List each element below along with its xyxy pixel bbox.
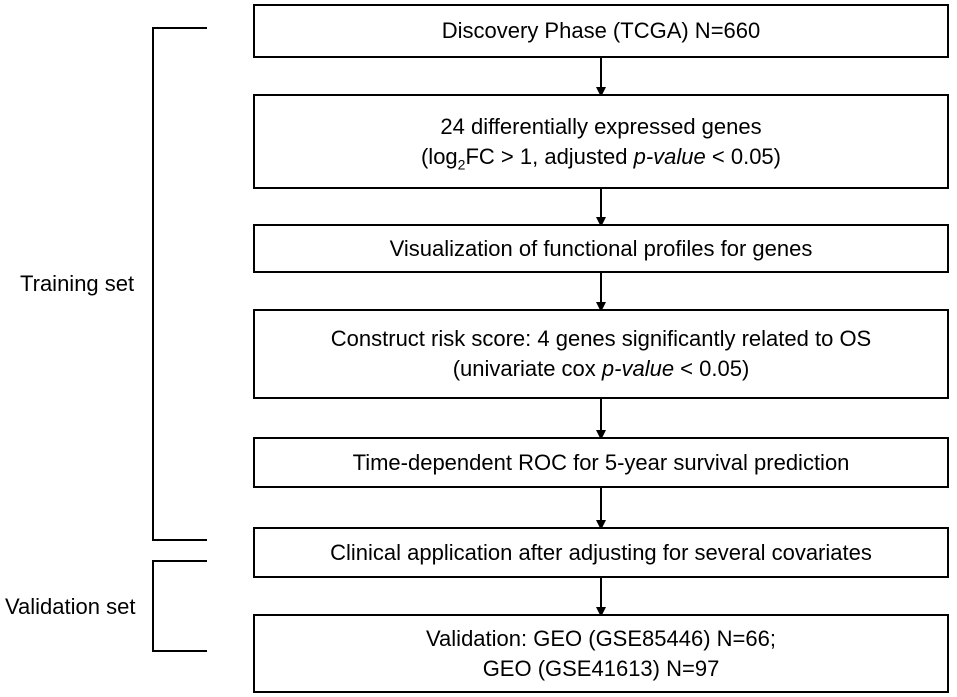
- step-functional-profiles: Visualization of functional profiles for…: [253, 224, 949, 273]
- step-text: GEO (GSE41613) N=97: [482, 655, 720, 681]
- training-set-label: Training set: [20, 271, 135, 296]
- step-criteria: (univariate cox p-value < 0.05): [452, 356, 750, 381]
- step-criteria: (log2FC > 1, adjusted p-value < 0.05): [420, 143, 781, 172]
- step-text: 24 differentially expressed genes: [440, 113, 762, 139]
- step-time-dependent-roc: Time-dependent ROC for 5-year survival p…: [253, 437, 949, 488]
- step-clinical-application: Clinical application after adjusting for…: [253, 527, 949, 578]
- validation-bracket: [152, 560, 207, 652]
- training-bracket: [152, 27, 207, 541]
- step-text: Visualization of functional profiles for…: [389, 235, 813, 261]
- step-validation: Validation: GEO (GSE85446) N=66; GEO (GS…: [253, 614, 949, 693]
- step-risk-score: Construct risk score: 4 genes significan…: [253, 309, 949, 399]
- validation-set-label: Validation set: [5, 594, 136, 619]
- step-text: Construct risk score: 4 genes significan…: [330, 326, 872, 351]
- step-text: Time-dependent ROC for 5-year survival p…: [352, 449, 850, 475]
- step-text: Validation: GEO (GSE85446) N=66;: [426, 625, 776, 651]
- step-differential-genes: 24 differentially expressed genes (log2F…: [253, 94, 949, 189]
- step-text: Clinical application after adjusting for…: [330, 539, 872, 565]
- step-discovery-phase: Discovery Phase (TCGA) N=660: [253, 4, 949, 58]
- step-text: Discovery Phase (TCGA) N=660: [441, 18, 761, 43]
